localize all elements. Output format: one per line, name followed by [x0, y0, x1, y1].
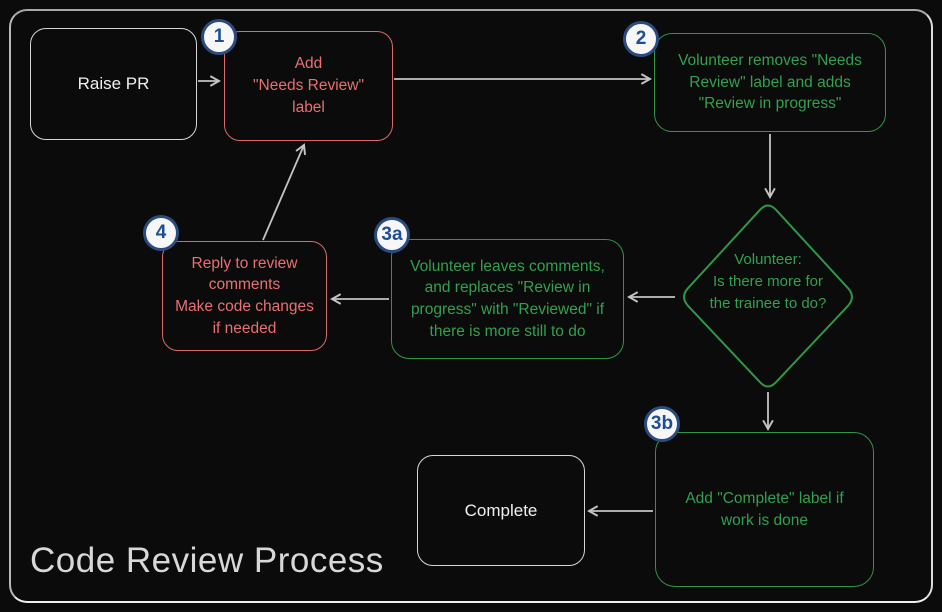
node-add-complete-label: Add "Complete" label if work is done — [655, 432, 874, 587]
node-volunteer-leaves-comments-text: Volunteer leaves comments, and replaces … — [410, 257, 605, 340]
node-add-needs-review-label: Add "Needs Review" label — [224, 31, 393, 141]
node-raise-pr-label: Raise PR — [77, 74, 150, 94]
node-volunteer-leaves-comments: Volunteer leaves comments, and replaces … — [391, 239, 624, 359]
node-add-needs-review-text: Add "Needs Review" label — [253, 55, 364, 116]
step-badge-3a: 3a — [374, 217, 410, 253]
decision-diamond-label: Volunteer: Is there more for the trainee… — [709, 251, 827, 312]
step-badge-2: 2 — [623, 21, 659, 57]
step-badge-1: 1 — [201, 19, 237, 55]
diagram-title: Code Review Process — [30, 541, 384, 580]
node-reply-to-review-comments-text: Reply to review comments Make code chang… — [175, 254, 314, 337]
node-volunteer-removes-label: Volunteer removes "Needs Review" label a… — [654, 33, 886, 132]
outer-frame — [9, 9, 933, 603]
step-badge-4: 4 — [143, 215, 179, 251]
step-badge-3b: 3b — [644, 406, 680, 442]
node-reply-to-review-comments: Reply to review comments Make code chang… — [162, 241, 327, 351]
node-complete-text: Complete — [464, 500, 538, 520]
node-volunteer-removes-text: Volunteer removes "Needs Review" label a… — [678, 51, 862, 113]
node-complete: Complete — [417, 455, 585, 566]
node-raise-pr: Raise PR — [30, 28, 197, 140]
node-add-complete-text: Add "Complete" label if work is done — [685, 489, 844, 529]
